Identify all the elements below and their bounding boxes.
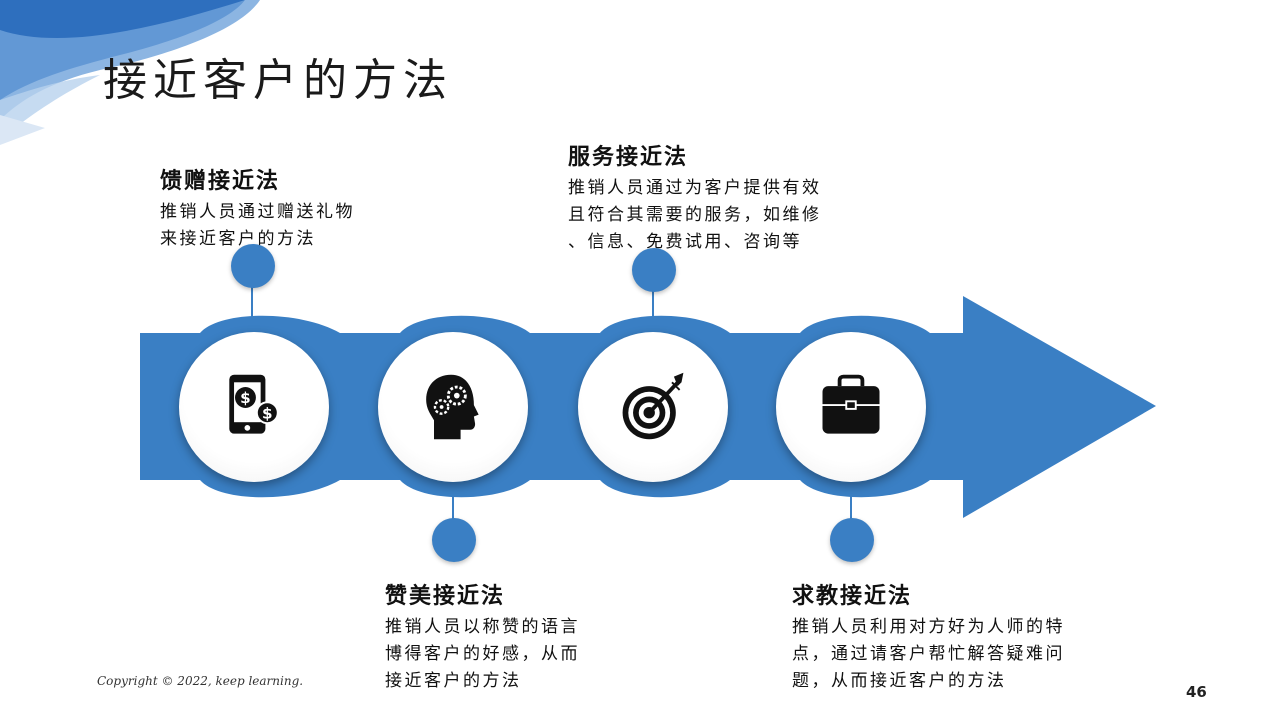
- copyright-text: Copyright © 2022, keep learning.: [97, 674, 303, 688]
- svg-text:$: $: [262, 404, 273, 422]
- step-description: 推销人员以称赞的语言 博得客户的好感，从而 接近客户的方法: [385, 614, 580, 695]
- head-gears-icon: [415, 369, 491, 445]
- step-card-1: 馈赠接近法 推销人员通过赠送礼物 来接近客户的方法: [160, 163, 355, 253]
- connector-line: [652, 290, 654, 325]
- money-phone-icon: $ $: [216, 369, 292, 445]
- marker-dot: [432, 518, 476, 562]
- target-icon: [615, 369, 691, 445]
- marker-dot: [830, 518, 874, 562]
- page-number: 46: [1186, 683, 1207, 701]
- connector-line: [850, 480, 852, 520]
- connector-line: [452, 480, 454, 520]
- svg-text:$: $: [240, 389, 251, 407]
- briefcase-icon: [813, 369, 889, 445]
- step-title: 服务接近法: [568, 139, 822, 171]
- step-circle-2: [378, 332, 528, 482]
- step-title: 求教接近法: [792, 578, 1065, 610]
- step-description: 推销人员通过为客户提供有效 且符合其需要的服务，如维修 、信息、免费试用、咨询等: [568, 175, 822, 256]
- step-title: 馈赠接近法: [160, 163, 355, 195]
- step-circle-4: [776, 332, 926, 482]
- step-card-4: 求教接近法 推销人员利用对方好为人师的特 点，通过请客户帮忙解答疑难问 题，从而…: [792, 578, 1065, 695]
- step-description: 推销人员利用对方好为人师的特 点，通过请客户帮忙解答疑难问 题，从而接近客户的方…: [792, 614, 1065, 695]
- step-circle-3: [578, 332, 728, 482]
- step-circle-1: $ $: [179, 332, 329, 482]
- step-card-3: 服务接近法 推销人员通过为客户提供有效 且符合其需要的服务，如维修 、信息、免费…: [568, 139, 822, 256]
- connector-line: [251, 285, 253, 325]
- step-title: 赞美接近法: [385, 578, 580, 610]
- step-card-2: 赞美接近法 推销人员以称赞的语言 博得客户的好感，从而 接近客户的方法: [385, 578, 580, 695]
- step-description: 推销人员通过赠送礼物 来接近客户的方法: [160, 199, 355, 253]
